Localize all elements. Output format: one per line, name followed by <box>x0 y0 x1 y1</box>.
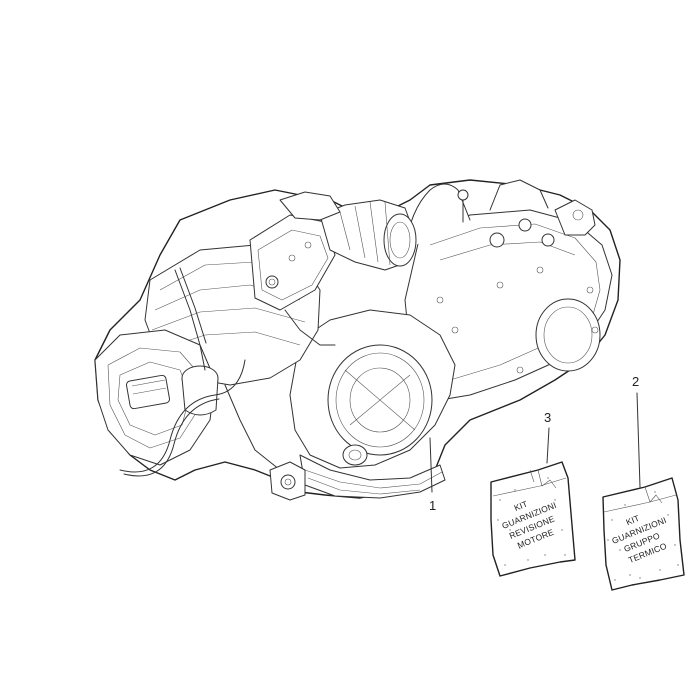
callout-3-label: 3 <box>544 410 551 425</box>
kit-2-line-1: KIT <box>624 513 641 527</box>
kit-2-gasket-bag: KIT GUARNIZIONI GRUPPO TERMICO <box>602 477 685 591</box>
callout-2-leader <box>636 392 641 488</box>
engine-assembly <box>94 179 621 501</box>
kit-3-gasket-bag: KIT GUARNIZIONI REVISIONE MOTORE <box>490 461 576 577</box>
callout-2-label: 2 <box>632 374 639 389</box>
callout-1-label: 1 <box>429 498 436 513</box>
callout-1-leader <box>429 437 433 493</box>
kit-3-line-1: KIT <box>513 499 530 513</box>
callout-3-leader <box>546 427 550 464</box>
